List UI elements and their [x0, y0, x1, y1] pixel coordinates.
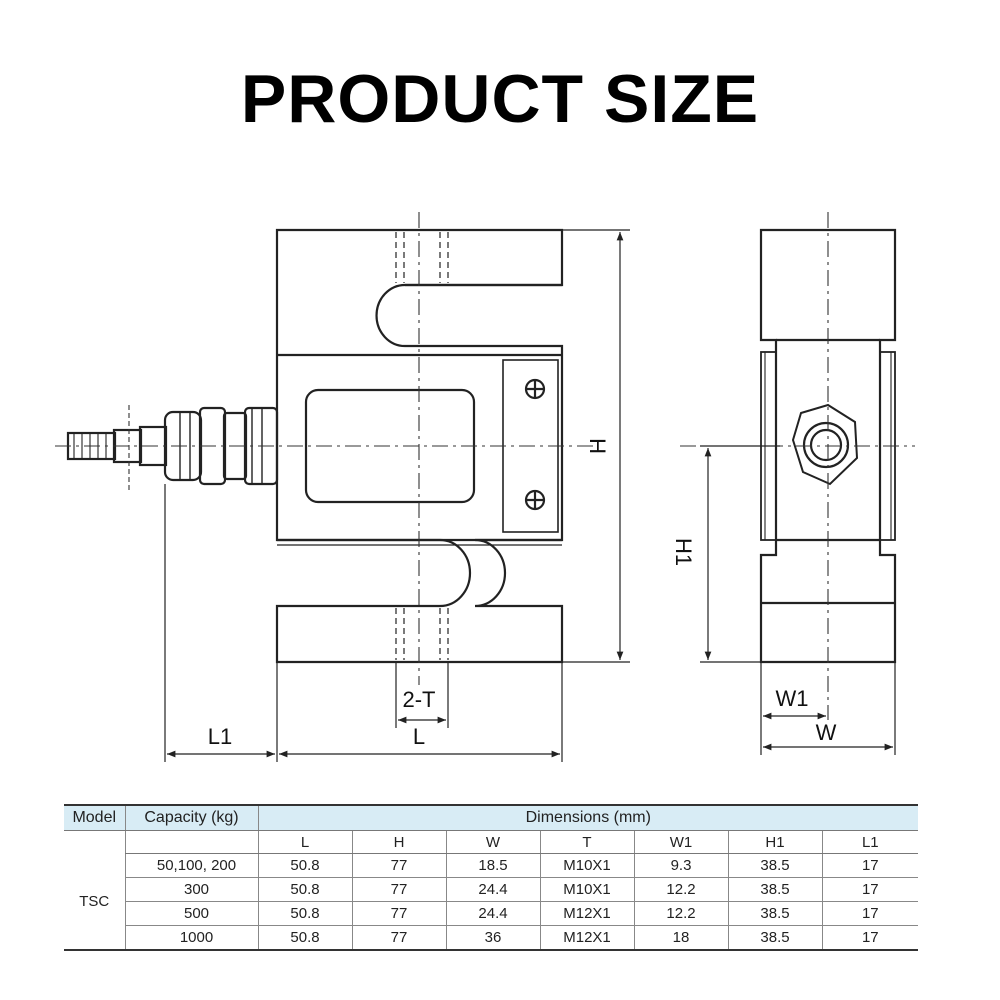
cell-w: 36 [445, 925, 540, 951]
cell-h1: 38.5 [727, 925, 822, 951]
table-subheader-row: L H W T W1 H1 L1 [64, 830, 919, 854]
capacity-cell: 300 [124, 877, 258, 902]
cell-l1: 17 [821, 925, 919, 951]
header-capacity: Capacity (kg) [124, 804, 258, 831]
col-header-t: T [539, 830, 634, 854]
cell-t: M10X1 [539, 853, 634, 878]
col-header-w: W [445, 830, 540, 854]
table-row: 1000 50.8 77 36 M12X1 18 38.5 17 [64, 925, 919, 951]
cell-h: 77 [351, 877, 446, 902]
dim-label-t: 2-T [403, 687, 436, 712]
cell-t: M12X1 [539, 925, 634, 951]
cell-l1: 17 [821, 877, 919, 902]
cell-l: 50.8 [257, 901, 352, 926]
cell-l1: 17 [821, 901, 919, 926]
cell-l: 50.8 [257, 853, 352, 878]
cell-l: 50.8 [257, 877, 352, 902]
header-model: Model [64, 804, 125, 831]
nut-bore-inner [809, 428, 843, 462]
table-row: 300 50.8 77 24.4 M10X1 12.2 38.5 17 [64, 877, 919, 902]
table-row: TSC 50,100, 200 50.8 77 18.5 M10X1 9.3 3… [64, 853, 919, 951]
capacity-cell: 1000 [124, 925, 258, 951]
cell-w1: 18 [633, 925, 728, 951]
cell-w1: 9.3 [633, 853, 728, 878]
cell-w1: 12.2 [633, 901, 728, 926]
col-header-h1: H1 [727, 830, 822, 854]
cell-w: 18.5 [445, 853, 540, 878]
model-cell: TSC [64, 853, 125, 951]
cell-h: 77 [351, 925, 446, 951]
col-header-l: L [257, 830, 352, 854]
col-header-h: H [351, 830, 446, 854]
cell-h1: 38.5 [727, 877, 822, 902]
cell-h: 77 [351, 853, 446, 878]
capacity-cell: 500 [124, 901, 258, 926]
cell-w: 24.4 [445, 877, 540, 902]
table-header-row: Model Capacity (kg) Dimensions (mm) [64, 804, 919, 831]
capacity-cell: 50,100, 200 [124, 853, 258, 878]
spec-table: Model Capacity (kg) Dimensions (mm) L H … [64, 804, 919, 951]
cell-l1: 17 [821, 853, 919, 878]
col-header-w1: W1 [633, 830, 728, 854]
dim-label-l1: L1 [208, 724, 232, 749]
dim-label-w: W [816, 720, 837, 745]
hex-nut [791, 403, 859, 486]
cell-t: M10X1 [539, 877, 634, 902]
dim-label-h1: H1 [671, 538, 696, 566]
cell-h1: 38.5 [727, 901, 822, 926]
table-row: 500 50.8 77 24.4 M12X1 12.2 38.5 17 [64, 901, 919, 926]
cell-w1: 12.2 [633, 877, 728, 902]
page-title: PRODUCT SIZE [240, 61, 760, 137]
nut-bore-outer [802, 421, 850, 469]
cell-t: M12X1 [539, 901, 634, 926]
header-dimensions: Dimensions (mm) [257, 804, 919, 831]
cell-l: 50.8 [257, 925, 352, 951]
cell-h: 77 [351, 901, 446, 926]
s-beam-outline [275, 228, 564, 664]
dim-label-w1: W1 [776, 686, 809, 711]
dim-label-h: H [585, 438, 610, 454]
cell-w: 24.4 [445, 901, 540, 926]
col-header-l1: L1 [821, 830, 919, 854]
dim-label-l: L [413, 724, 425, 749]
cell-h1: 38.5 [727, 853, 822, 878]
